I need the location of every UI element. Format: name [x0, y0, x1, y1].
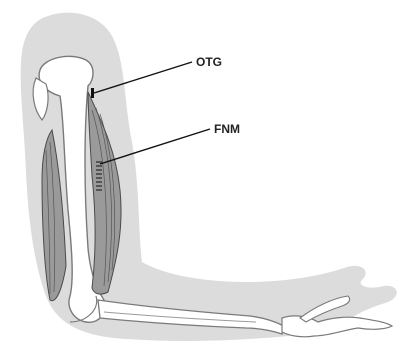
otg-label: OTG — [196, 55, 222, 69]
fnm-label: FNM — [214, 122, 240, 136]
hand-bones — [282, 316, 392, 337]
otg-sensor-marker — [91, 88, 94, 98]
